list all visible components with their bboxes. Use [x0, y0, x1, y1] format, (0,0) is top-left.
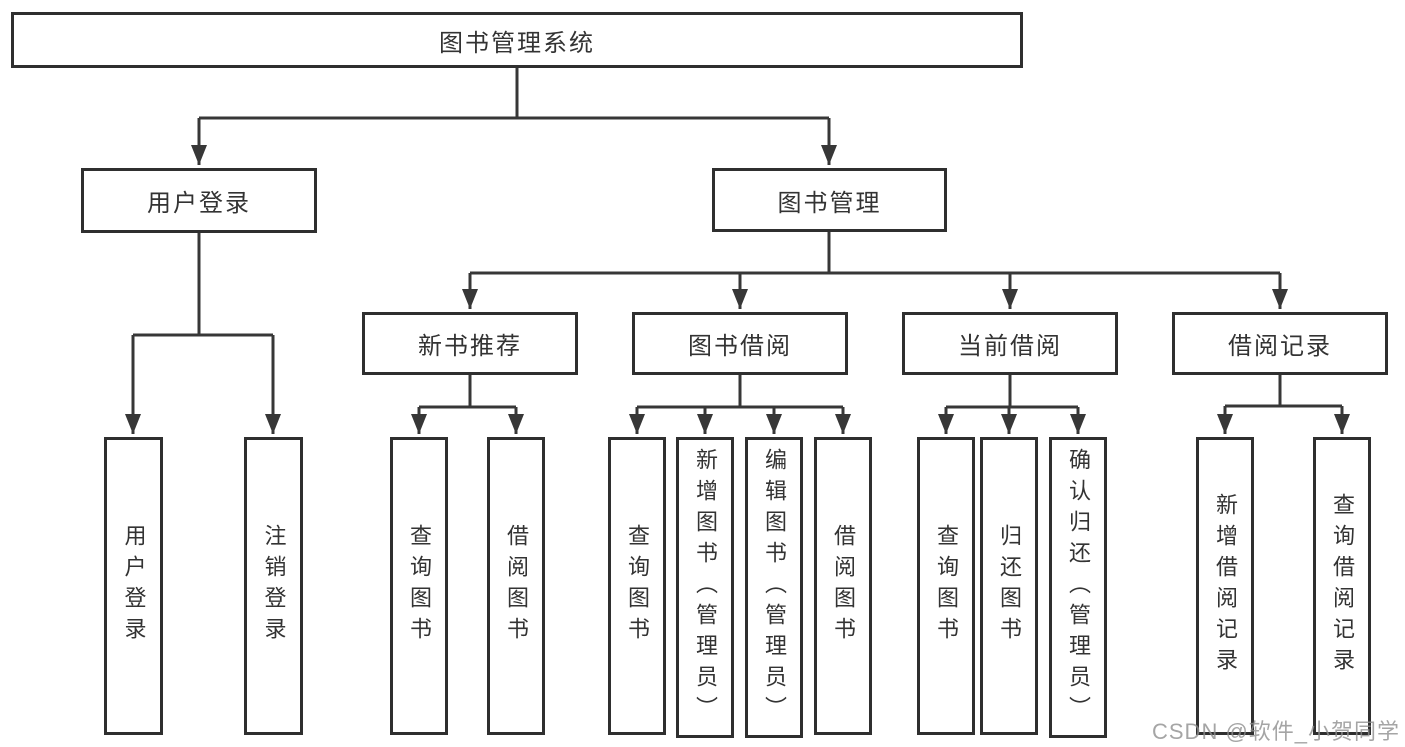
node-label: 用户登录 — [147, 190, 251, 217]
leaf-label: 注销登录 — [261, 524, 287, 648]
node-label: 图书管理系统 — [439, 29, 595, 57]
leaf-label: 查询图书 — [625, 524, 650, 648]
leaf-label: 新增借阅记录 — [1213, 493, 1238, 679]
node-book-management: 图书管理 — [712, 168, 947, 232]
leaf-label: 借阅图书 — [831, 524, 856, 648]
node-label: 借阅记录 — [1228, 333, 1332, 360]
node-library-management-system: 图书管理系统 — [11, 12, 1023, 68]
leaf-borrow-books-borrowing: 借阅图书 — [814, 437, 872, 735]
node-label: 图书借阅 — [688, 333, 792, 360]
leaf-query-books-recommend: 查询图书 — [390, 437, 448, 735]
leaf-add-borrow-record: 新增借阅记录 — [1196, 437, 1254, 735]
node-user-login: 用户登录 — [81, 168, 317, 233]
leaf-label: 确认归还（管理员） — [1066, 448, 1091, 727]
leaf-logout-login: 注销登录 — [244, 437, 303, 735]
node-borrowing-records: 借阅记录 — [1172, 312, 1388, 375]
leaf-label: 编辑图书（管理员） — [762, 448, 787, 727]
leaf-label: 归还图书 — [997, 524, 1022, 648]
leaf-label: 新增图书（管理员） — [693, 448, 718, 727]
connector-lines — [125, 68, 1350, 434]
leaf-return-books: 归还图书 — [980, 437, 1038, 735]
leaf-query-books-current: 查询图书 — [917, 437, 975, 735]
leaf-query-borrow-record: 查询借阅记录 — [1313, 437, 1371, 735]
leaf-add-books-admin: 新增图书（管理员） — [676, 437, 734, 738]
node-label: 新书推荐 — [418, 333, 522, 360]
node-current-borrowing: 当前借阅 — [902, 312, 1118, 375]
leaf-borrow-books-recommend: 借阅图书 — [487, 437, 545, 735]
leaf-edit-books-admin: 编辑图书（管理员） — [745, 437, 803, 738]
leaf-label: 查询图书 — [407, 524, 432, 648]
node-book-borrowing: 图书借阅 — [632, 312, 848, 375]
leaf-label: 借阅图书 — [504, 524, 529, 648]
node-new-book-recommendation: 新书推荐 — [362, 312, 578, 375]
node-label: 图书管理 — [777, 189, 882, 217]
leaf-user-login: 用户登录 — [104, 437, 163, 735]
leaf-query-books-borrowing: 查询图书 — [608, 437, 666, 735]
csdn-watermark: CSDN @软件_小贺同学 — [1152, 719, 1401, 744]
leaf-confirm-return-admin: 确认归还（管理员） — [1049, 437, 1107, 738]
node-label: 当前借阅 — [958, 333, 1062, 360]
leaf-label: 查询图书 — [934, 524, 959, 648]
leaf-label: 用户登录 — [121, 524, 147, 648]
leaf-label: 查询借阅记录 — [1330, 493, 1355, 679]
